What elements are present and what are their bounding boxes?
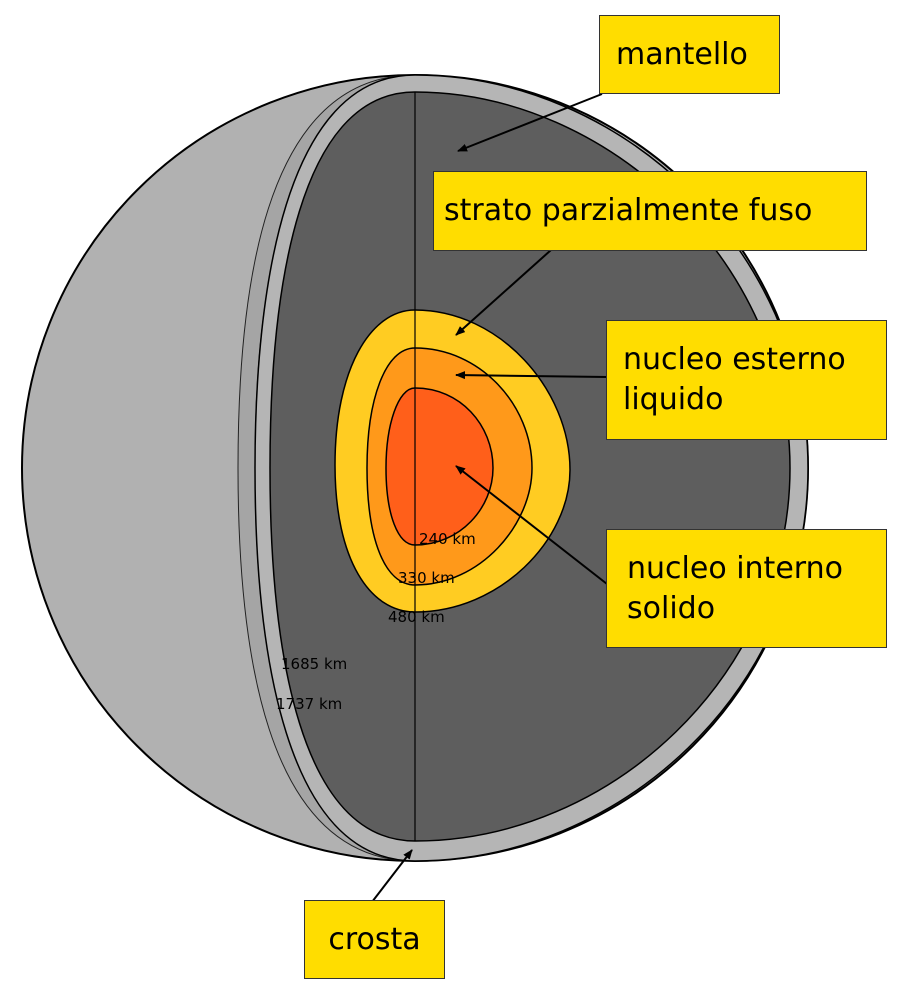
label-outer-core-line1: nucleo esterno (623, 342, 846, 377)
mantle-arrow (457, 93, 603, 152)
partial-melt-arrow (455, 249, 552, 336)
label-crust: crosta (304, 900, 445, 979)
label-outer-core-line2: liquido (623, 382, 724, 417)
label-inner-core-line2: solido (627, 590, 716, 626)
radius-label-partial-melt: 480 km (388, 608, 445, 626)
label-partial-melt: strato parzialmente fuso (433, 171, 867, 251)
label-partial-melt-text: strato parzialmente fuso (444, 193, 813, 228)
label-mantle: mantello (599, 15, 780, 94)
radius-label-inner-core: 240 km (419, 530, 476, 548)
inner-core-layer (385, 387, 494, 546)
label-crust-text: crosta (328, 921, 421, 957)
label-mantle-text: mantello (616, 36, 748, 72)
label-outer-core: nucleo esterno liquido (606, 320, 887, 440)
outer-core-arrow (455, 371, 608, 380)
label-inner-core: nucleo interno solido (606, 529, 887, 648)
inner-core-arrow (455, 465, 608, 585)
label-inner-core-line1: nucleo interno (627, 550, 843, 586)
radius-label-surface: 1737 km (276, 695, 342, 713)
crust-arrow (371, 849, 413, 903)
radius-label-mantle: 1685 km (281, 655, 347, 673)
radius-label-outer-core: 330 km (398, 569, 455, 587)
